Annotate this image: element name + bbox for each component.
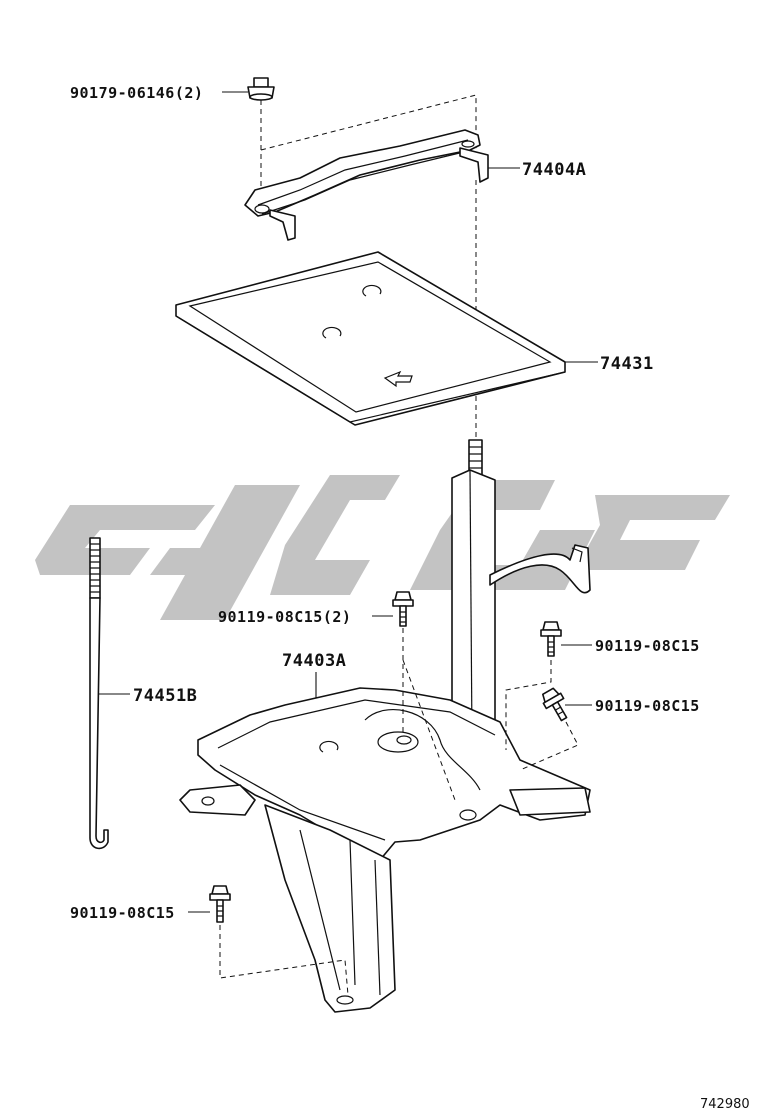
figure-reference: 742980 <box>700 1097 750 1112</box>
watermark-logo <box>35 475 730 620</box>
nut-icon <box>247 77 275 101</box>
bolt-icon <box>209 885 231 923</box>
battery-carrier <box>179 469 591 1013</box>
hold-down-clamp <box>244 129 489 241</box>
callout-bolt-carrier-top: 90119-08C15(2) <box>218 608 351 626</box>
callout-rod: 74451B <box>133 686 197 706</box>
callout-bolt-right-upper: 90119-08C15 <box>595 637 700 655</box>
callout-bolt-right-lower: 90119-08C15 <box>595 697 700 715</box>
bolt-icon <box>540 621 562 657</box>
callout-hold-down-clamp: 74404A <box>522 160 586 180</box>
bolt-icon <box>542 687 568 722</box>
hook-rod <box>89 537 109 850</box>
battery-tray <box>175 251 566 426</box>
callout-battery-tray: 74431 <box>600 354 654 374</box>
bolt-icon <box>392 591 414 627</box>
callout-bolt-lower-left: 90119-08C15 <box>70 904 175 922</box>
callout-nut-top: 90179-06146(2) <box>70 84 203 102</box>
callout-carrier: 74403A <box>282 651 346 671</box>
